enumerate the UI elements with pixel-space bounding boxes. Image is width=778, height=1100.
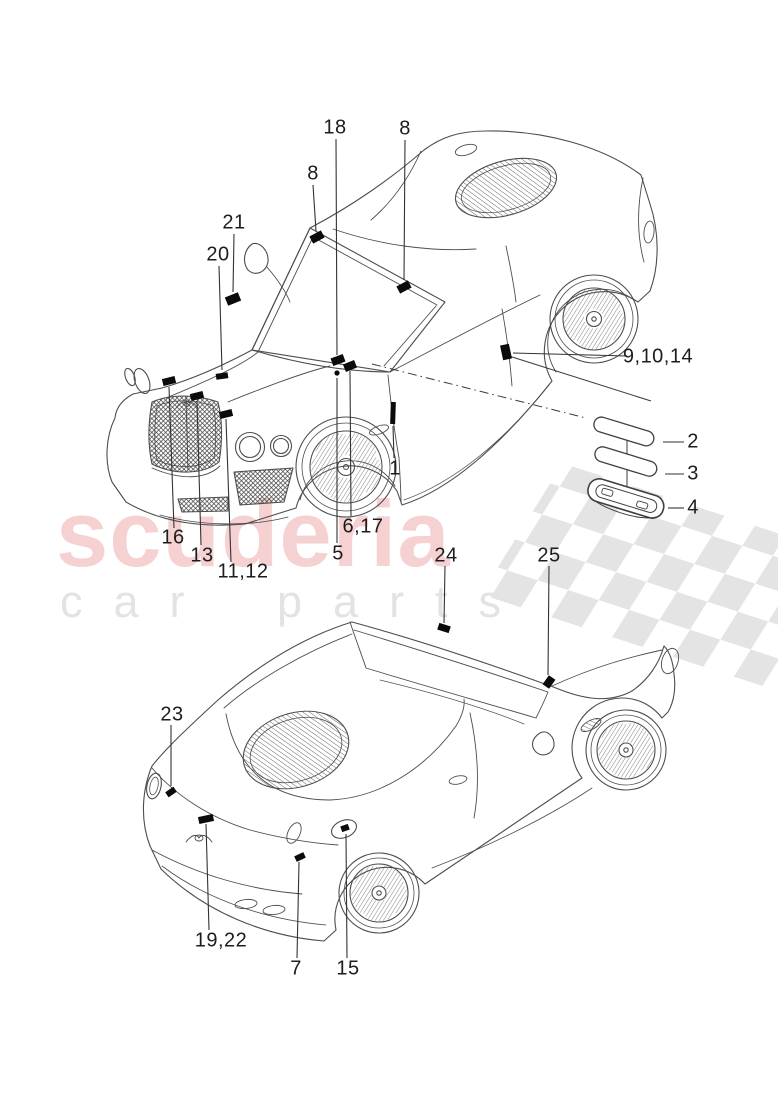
marker-20 [215,372,229,380]
callout-13: 13 [190,544,214,567]
marker-11-12 [218,409,234,419]
fuel-filler-door [330,819,358,839]
callout-9-10-14: 9,10,14 [622,345,694,368]
front-wheel [295,416,397,518]
part-plate-3 [594,446,658,477]
callout-1: 1 [389,457,401,480]
part-plate-4 [587,478,665,519]
callout-24: 24 [434,544,458,567]
marker-6-17 [342,360,358,372]
leader-13 [196,400,202,546]
marker-24 [437,622,451,634]
marker-13 [189,391,205,401]
callout-4: 4 [687,496,699,519]
leader-lines [168,138,684,959]
car-top-view [106,130,658,526]
marker-8-right [396,280,412,294]
leader-20 [218,265,223,371]
marker-25 [542,675,556,689]
marker-21 [224,292,242,306]
marker-18 [330,354,346,366]
marker-16 [161,376,177,386]
marker-15 [340,823,350,833]
marker-7 [294,852,306,862]
callout-18: 18 [323,116,347,139]
checkered-flag [480,463,778,686]
rear-wheel [547,274,639,373]
marker-19-22 [197,814,215,824]
callout-7: 7 [290,957,302,980]
leader-16 [168,386,175,529]
leader-19-22 [205,823,210,931]
leader-1 [392,425,395,459]
callout-8-right: 8 [399,117,411,140]
callout-5: 5 [332,542,344,565]
leader-6-17 [349,370,352,517]
leader-8-right [403,139,406,281]
front-wheel-bottom-view [585,709,667,791]
marker-5 [334,370,340,376]
callout-6-17: 6,17 [342,515,384,538]
leader-18 [335,138,338,356]
marker-8-left [309,230,325,244]
leader-24 [443,565,446,624]
leader-7 [296,861,300,959]
reference-line [508,355,652,402]
marker-9-10-14 [500,343,512,361]
bentley-badge-rear [185,834,213,843]
callout-11-12: 11,12 [217,560,269,583]
marker-23 [165,786,177,798]
callout-21: 21 [222,211,246,234]
leader-25 [547,565,550,676]
callout-19-22: 19,22 [194,929,248,952]
watermark-subtitle: car parts [60,576,532,627]
callout-8-left: 8 [307,162,319,185]
callout-20: 20 [206,243,230,266]
part-plate-2 [593,416,655,447]
location-markers [161,230,556,862]
leader-15 [345,833,348,959]
car-bottom-view [142,621,680,942]
marker-1 [390,401,396,425]
callout-16: 16 [161,526,185,549]
leader-21 [232,233,235,293]
leader-9-10-14 [512,352,628,357]
callout-15: 15 [336,957,360,980]
callout-2: 2 [687,430,699,453]
leader-8-left [312,184,317,232]
callout-25: 25 [537,544,561,567]
construction-lines [371,355,652,419]
parts-plates [587,416,665,519]
callout-3: 3 [687,462,699,485]
rear-wheel-bottom-view [338,852,420,934]
callout-23: 23 [160,703,184,726]
leader-11-12 [225,418,232,563]
